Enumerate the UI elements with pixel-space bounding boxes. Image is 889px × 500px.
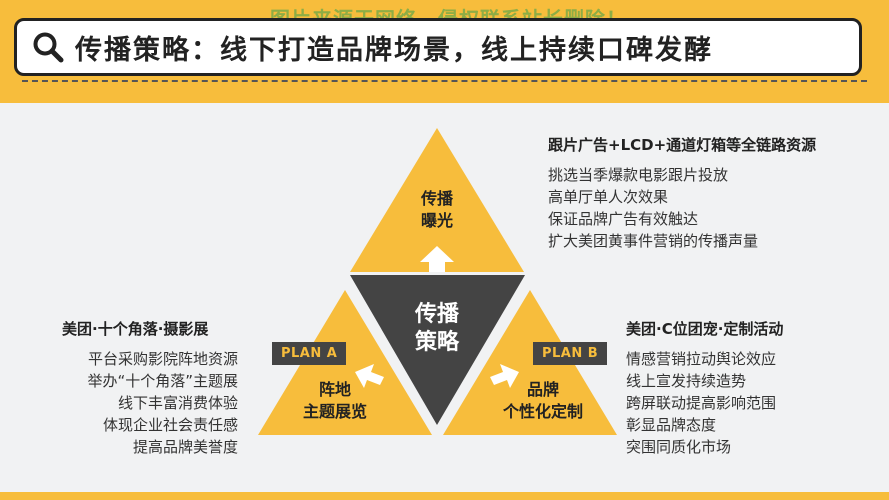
list-item: 高单厅单人次效果 [548,188,669,206]
right-triangle [443,290,617,435]
list-item: 线下丰富消费体验 [117,394,238,412]
list-item: 平台采购影院阵地资源 [87,350,238,368]
search-icon [33,32,64,63]
center-label: 传播 策略 [414,302,459,355]
right-block-title: 美团·C位团宠·定制活动 [626,320,784,338]
list-item: 挑选当季爆款电影跟片投放 [548,166,729,184]
left-block-title: 美团·十个角落·摄影展 [62,320,209,338]
page-title: 传播策略：线下打造品牌场景，线上持续口碑发酵 [75,34,713,66]
top-triangle [350,128,524,272]
left-block-list: 平台采购影院阵地资源 举办“十个角落”主题展 线下丰富消费体验 体现企业社会责任… [40,348,238,458]
list-item: 提高品牌美誉度 [132,438,238,456]
header-dashed-line [22,80,867,82]
plan-b-tag: PLAN B [533,342,608,365]
title-box: 传播策略：线下打造品牌场景，线上持续口碑发酵 [14,18,862,76]
plan-a-tag: PLAN A [272,342,347,365]
list-item: 线上宣发持续造势 [626,372,747,390]
right-block-list: 情感营销拉动舆论效应 线上宣发持续造势 跨屏联动提高影响范围 彰显品牌态度 突围… [626,348,776,458]
list-item: 突围同质化市场 [626,438,732,456]
arrow-right-icon [490,364,519,388]
arrow-left-icon [355,364,384,388]
list-item: 跨屏联动提高影响范围 [626,394,777,412]
top-right-block-list: 挑选当季爆款电影跟片投放 高单厅单人次效果 保证品牌广告有效触达 扩大美团黄事件… [548,164,758,252]
list-item: 扩大美团黄事件营销的传播声量 [548,232,759,250]
list-item: 举办“十个角落”主题展 [87,372,238,390]
list-item: 情感营销拉动舆论效应 [626,350,777,368]
list-item: 体现企业社会责任感 [102,416,238,434]
top-right-block-title: 跟片广告+LCD+通道灯箱等全链路资源 [548,136,817,154]
top-label: 传播 曝光 [420,189,453,230]
list-item: 保证品牌广告有效触达 [548,210,699,228]
footer-band [0,492,889,500]
center-triangle [350,275,525,425]
list-item: 彰显品牌态度 [626,416,717,434]
arrow-up-icon [420,246,454,272]
right-label: 品牌 个性化定制 [502,380,583,421]
left-label: 阵地 主题展览 [302,380,367,421]
